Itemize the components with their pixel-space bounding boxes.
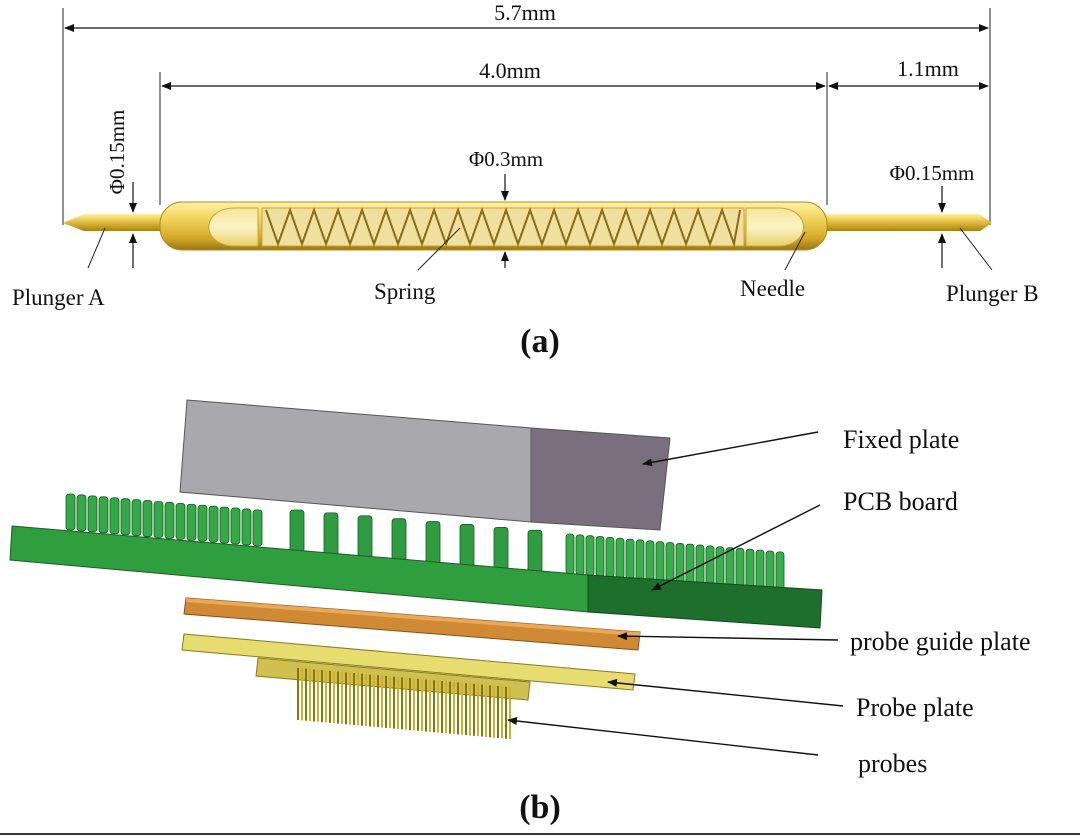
component-leader-lines: [507, 431, 844, 756]
probe-plate-label: Probe plate: [856, 693, 974, 722]
plunger-b-pin: [820, 214, 992, 231]
needle-label: Needle: [740, 276, 805, 301]
panel-b-caption: (b): [519, 789, 561, 826]
pcb-pin-row: [65, 493, 785, 593]
plunger-a-diameter-label: Φ0.15mm: [105, 110, 129, 195]
barrel-diameter-label: Φ0.3mm: [469, 147, 543, 171]
plunger-a-label: Plunger A: [12, 285, 105, 310]
extension-lines: [62, 8, 991, 225]
probe-guide-plate: [183, 597, 641, 651]
fixed-plate-label: Fixed plate: [843, 425, 959, 454]
plunger-b-label: Plunger B: [946, 281, 1039, 306]
pcb-board: [9, 525, 823, 629]
part-leader-lines: [87, 227, 993, 271]
spring-coil: [265, 206, 741, 248]
plunger-b-diameter-label: Φ0.15mm: [890, 161, 975, 185]
fixed-plate: [179, 399, 671, 531]
plunger-a-pin: [63, 214, 166, 231]
probes-label: probes: [858, 749, 927, 778]
probe-array: [297, 668, 511, 740]
spring-label: Spring: [374, 279, 436, 304]
plunger-b-length-label: 1.1mm: [897, 56, 959, 81]
barrel-window-right: [745, 207, 804, 247]
panel-b: Fixed plate PCB board probe guide plate …: [9, 399, 1031, 826]
panel-a: 5.7mm 4.0mm 1.1mm Φ0.15mm Φ0.3mm: [12, 0, 1039, 360]
pcb-board-label: PCB board: [843, 487, 958, 516]
probe-guide-plate-label: probe guide plate: [850, 627, 1031, 656]
panel-a-caption: (a): [520, 323, 560, 360]
barrel-window-left: [208, 207, 259, 247]
barrel-length-label: 4.0mm: [479, 58, 541, 83]
overall-length-label: 5.7mm: [494, 0, 556, 25]
